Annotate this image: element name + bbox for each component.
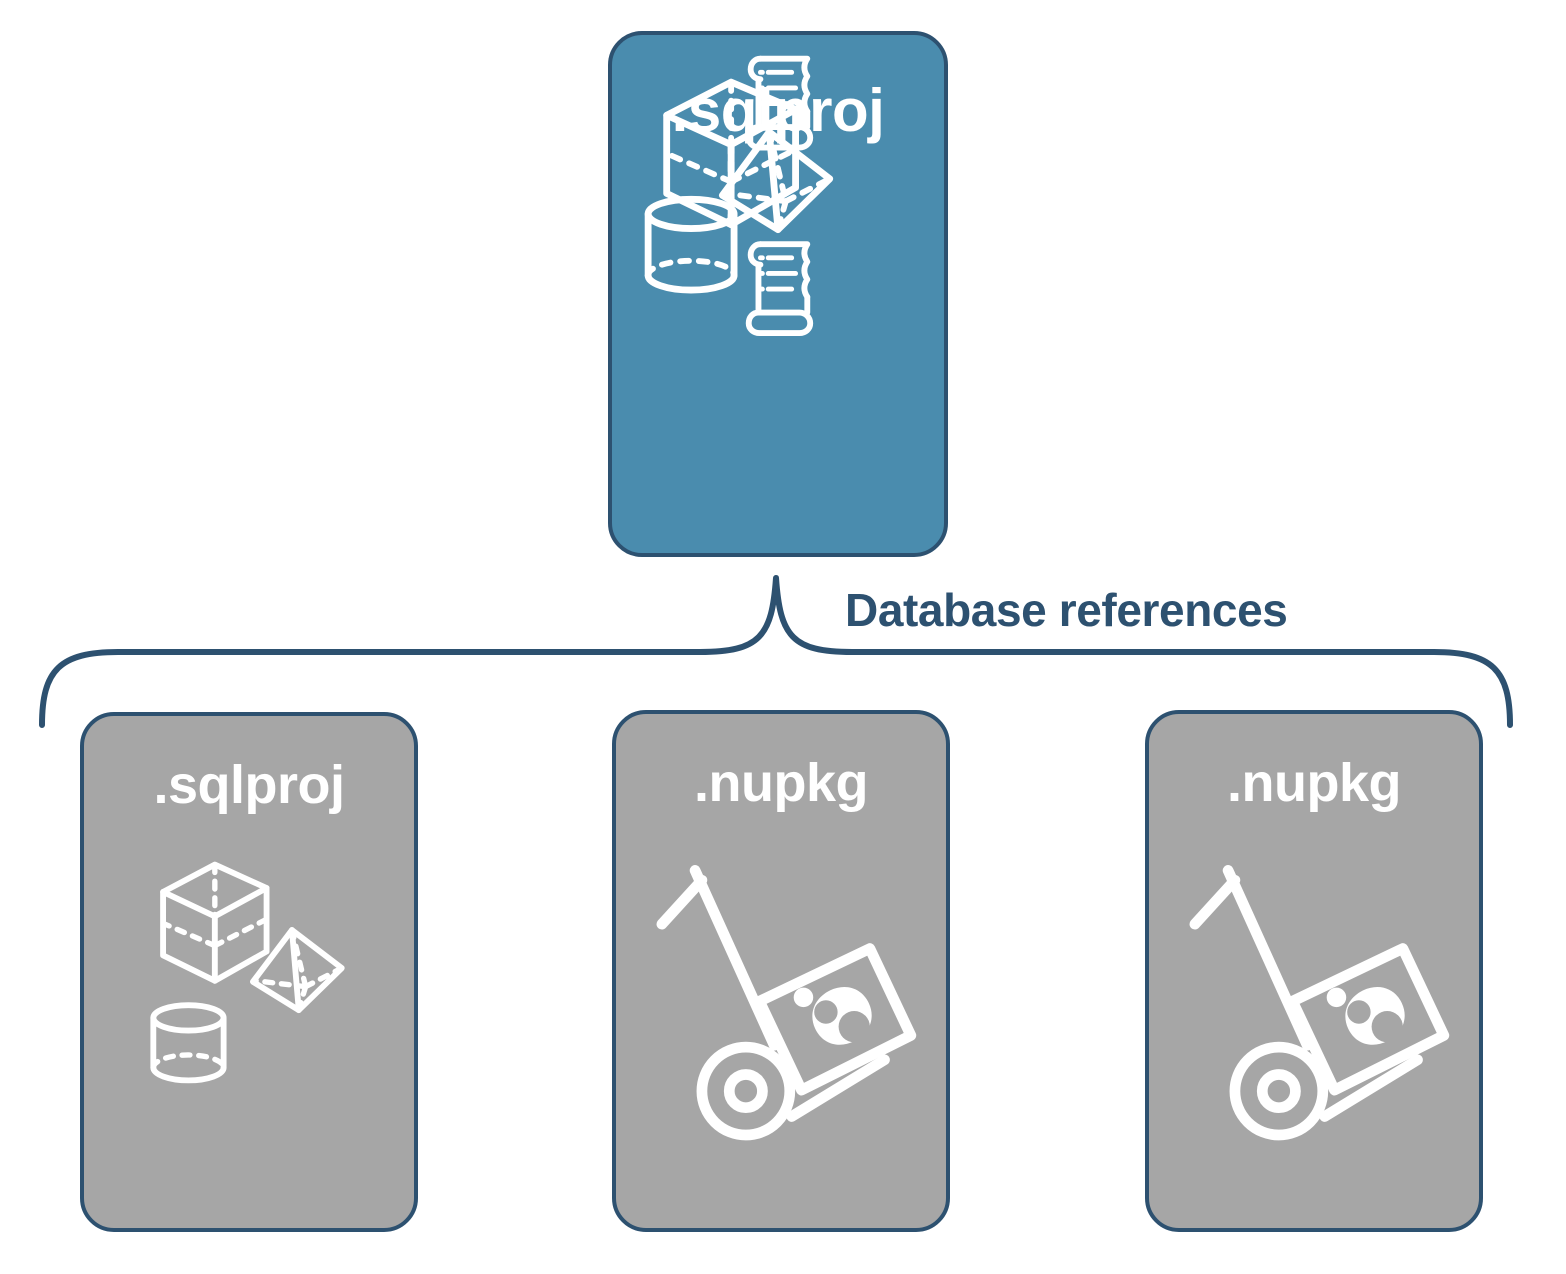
node-reference-nupkg-2-label: .nupkg [1227,753,1401,813]
connector-label: Database references [845,584,1288,636]
node-root-sqlproj[interactable]: .sqlproj [608,31,948,557]
nuget-package-glyph-icon [793,987,872,1045]
cube-wireframe-icon [160,861,270,984]
node-reference-sqlproj-label: .sqlproj [153,755,345,815]
hand-truck-package-icon [1189,865,1450,1141]
hand-truck-package-icon [656,865,917,1141]
node-reference-nupkg-2[interactable]: .nupkg [1145,710,1483,1232]
cylinder-wireframe-icon [644,195,738,294]
cylinder-wireframe-icon [150,1002,227,1084]
pyramid-hidden-edges-icon [722,128,831,232]
cylinder-hidden-edge-icon [645,257,737,279]
nuget-package-glyph-icon [1326,987,1405,1045]
pyramid-wireframe-icon [249,927,345,1014]
node-root-label: .sqlproj [671,77,885,144]
pyramid-hidden-edges-icon [253,927,343,1012]
cube-hidden-edges-icon [162,861,268,949]
pyramid-wireframe-icon [723,133,828,233]
nuget-package-holes-icon [814,1000,870,1043]
nuget-package-holes-icon [1347,1000,1403,1043]
pyramid-outline-icon [718,128,834,233]
scroll-script-icon-bottom [745,241,814,336]
node-reference-sqlproj[interactable]: .sqlproj [80,712,418,1232]
node-reference-nupkg-1-label: .nupkg [694,753,868,813]
cylinder-hidden-edge-icon [150,1052,227,1071]
node-reference-nupkg-1[interactable]: .nupkg [612,710,950,1232]
